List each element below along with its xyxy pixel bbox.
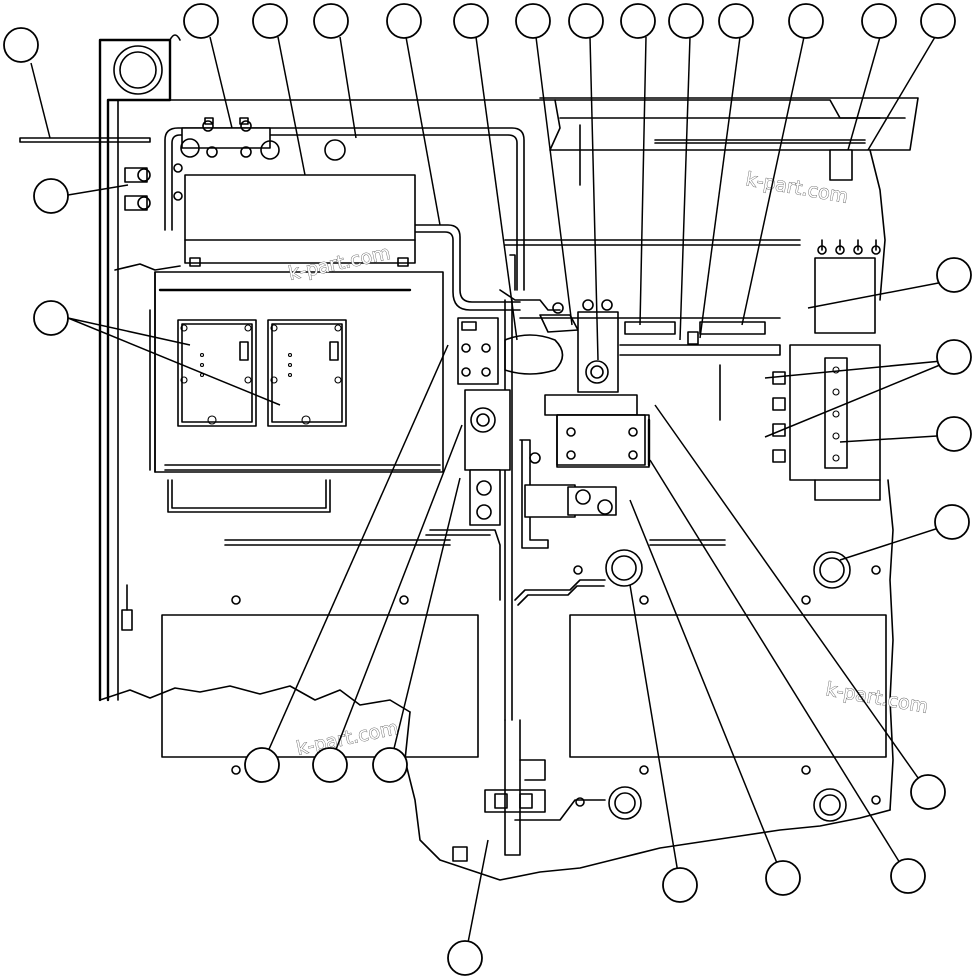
callout-c21 bbox=[244, 747, 280, 783]
callout-c3 bbox=[252, 3, 288, 39]
panel-frame bbox=[98, 34, 919, 881]
fuse-block-top bbox=[504, 239, 801, 421]
pipe-routing bbox=[19, 124, 581, 311]
callout-c9 bbox=[620, 3, 656, 39]
watermark-3: k-part.com bbox=[824, 678, 930, 718]
callouts bbox=[3, 3, 972, 976]
lower-panels bbox=[121, 539, 887, 862]
upper-unit-box bbox=[184, 174, 416, 267]
callout-c1 bbox=[3, 27, 39, 63]
callout-c26 bbox=[765, 860, 801, 896]
callout-c19 bbox=[936, 416, 972, 452]
callout-c24 bbox=[910, 774, 946, 810]
callout-c11 bbox=[718, 3, 754, 39]
callout-c15 bbox=[33, 178, 69, 214]
controller-box bbox=[149, 271, 444, 513]
terminal-board-right bbox=[772, 149, 881, 501]
callout-c23 bbox=[372, 747, 408, 783]
callout-c22 bbox=[312, 747, 348, 783]
callout-c13 bbox=[861, 3, 897, 39]
callout-c25 bbox=[662, 867, 698, 903]
relay-module bbox=[524, 394, 651, 518]
callout-c5 bbox=[386, 3, 422, 39]
terminal-strip-top bbox=[124, 117, 346, 211]
callout-c20 bbox=[934, 504, 970, 540]
callout-c17 bbox=[936, 257, 972, 293]
callout-c16 bbox=[33, 300, 69, 336]
callout-c2 bbox=[183, 3, 219, 39]
callout-c6 bbox=[453, 3, 489, 39]
callout-c18 bbox=[936, 339, 972, 375]
callout-c10 bbox=[668, 3, 704, 39]
callout-c14 bbox=[920, 3, 956, 39]
callout-c8 bbox=[568, 3, 604, 39]
callout-c4 bbox=[313, 3, 349, 39]
callout-c28 bbox=[447, 940, 483, 976]
callout-c12 bbox=[788, 3, 824, 39]
callout-c7 bbox=[515, 3, 551, 39]
callout-c27 bbox=[890, 858, 926, 894]
leader-lines bbox=[30, 36, 955, 959]
